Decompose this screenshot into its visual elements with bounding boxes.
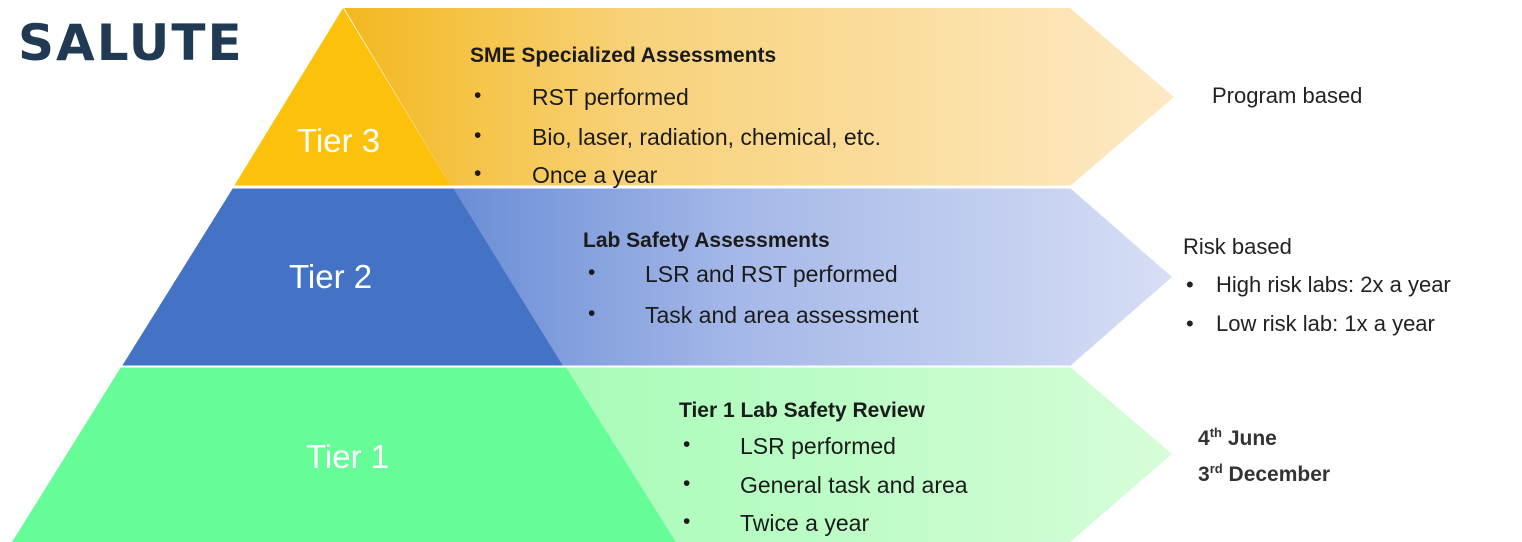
tier1-item: General task and area — [740, 472, 968, 498]
tier3-triangle — [234, 8, 451, 186]
tier3-item: Once a year — [532, 162, 658, 188]
tier3-heading: SME Specialized Assessments — [470, 44, 777, 67]
tier2-side-item: High risk labs: 2x a year — [1216, 272, 1451, 297]
bullet-icon: • — [683, 433, 691, 456]
tier2-item: Task and area assessment — [645, 302, 919, 328]
tier3-item: RST performed — [532, 84, 689, 110]
bullet-icon: • — [588, 302, 596, 325]
bullet-icon: • — [1186, 272, 1194, 297]
tier1-heading: Tier 1 Lab Safety Review — [679, 399, 925, 422]
tier1-label: Tier 1 — [306, 438, 390, 475]
tier3-label: Tier 3 — [297, 122, 381, 159]
bullet-icon: • — [474, 84, 482, 107]
tier2-side-title: Risk based — [1183, 234, 1292, 259]
bullet-icon: • — [474, 162, 482, 185]
salute-logo: SALUTE — [18, 14, 244, 72]
bullet-icon: • — [683, 510, 691, 533]
tier2-heading: Lab Safety Assessments — [583, 229, 830, 252]
tier1-item: LSR performed — [740, 433, 896, 459]
tier2-item: LSR and RST performed — [645, 261, 898, 287]
tier2-band — [452, 188, 1172, 366]
tier3-band — [344, 8, 1174, 186]
tier2-trapezoid — [122, 188, 563, 366]
bullet-icon: • — [474, 124, 482, 147]
tier1-date-june: 4th June — [1198, 425, 1277, 450]
tier1-trapezoid — [12, 367, 676, 542]
tier3-item: Bio, laser, radiation, chemical, etc. — [532, 124, 881, 150]
tier1-item: Twice a year — [740, 510, 870, 536]
tier3-side-title: Program based — [1212, 83, 1363, 108]
bullet-icon: • — [588, 261, 596, 284]
tier1-band — [566, 367, 1172, 542]
bullet-icon: • — [1186, 311, 1194, 336]
tier1-date-december: 3rd December — [1198, 461, 1331, 486]
tier2-label: Tier 2 — [289, 258, 373, 295]
tier2-side-item: Low risk lab: 1x a year — [1216, 311, 1435, 336]
bullet-icon: • — [683, 472, 691, 495]
